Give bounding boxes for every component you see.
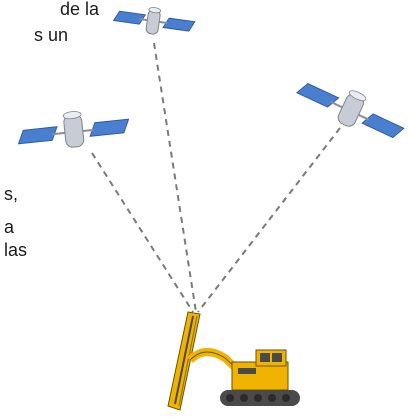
drill-rig-icon <box>167 311 300 411</box>
text-fragment-5: las <box>4 240 28 260</box>
text-fragment-4: a <box>4 217 15 237</box>
signal-ray-right <box>197 127 341 313</box>
satellite-icon <box>295 82 405 139</box>
text-fragment-3: s, <box>4 184 19 204</box>
satellite-icon <box>17 111 130 148</box>
satellite-icon <box>112 7 196 35</box>
text-fragment-2: s un <box>34 25 69 45</box>
signal-ray-top <box>153 42 197 313</box>
text-fragment-1: de la <box>60 0 100 19</box>
signal-ray-left <box>91 152 194 313</box>
signal-rays <box>91 42 341 313</box>
